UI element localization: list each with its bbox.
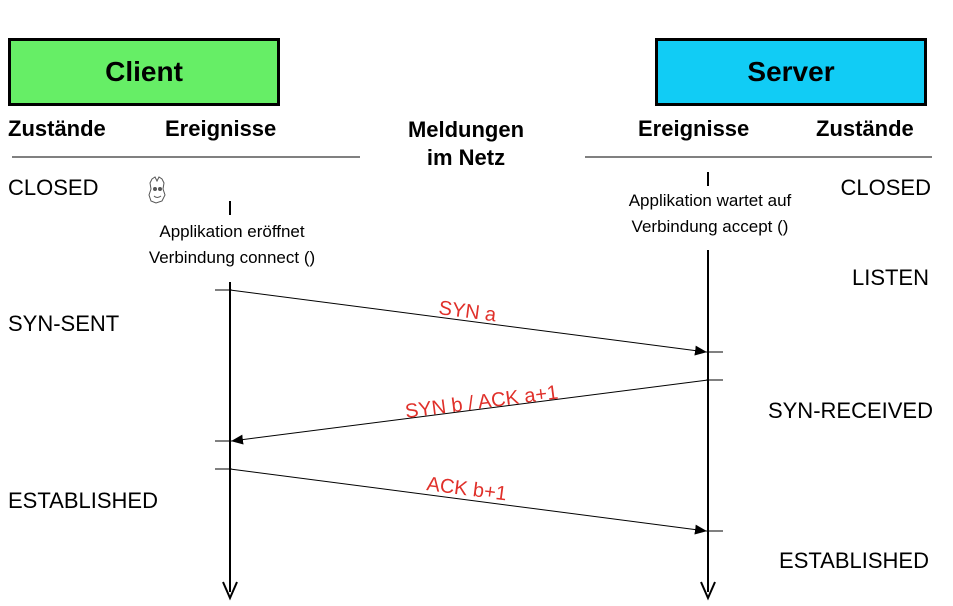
client-title: Client bbox=[105, 56, 183, 87]
server-state-established: ESTABLISHED bbox=[779, 548, 929, 573]
client-event-line2: Verbindung connect () bbox=[148, 248, 316, 267]
client-timeline-arrowhead bbox=[222, 581, 238, 601]
client-state-closed: CLOSED bbox=[8, 175, 99, 200]
client-event: Applikation eröffnet Verbindung connect … bbox=[122, 219, 342, 271]
server-timeline-arrowhead bbox=[700, 581, 716, 601]
server-event-line1: Applikation wartet auf bbox=[628, 191, 792, 210]
message-arrow-syn bbox=[229, 289, 707, 356]
client-box: Client bbox=[8, 38, 280, 106]
message-arrow-ack bbox=[229, 468, 707, 535]
message-label-syn-ack: SYN b / ACK a+1 bbox=[404, 382, 560, 423]
server-state-syn-received: SYN-RECEIVED bbox=[767, 398, 933, 423]
server-title: Server bbox=[747, 56, 835, 87]
client-events-header: Ereignisse bbox=[165, 116, 277, 141]
server-event: Applikation wartet auf Verbindung accept… bbox=[600, 188, 820, 240]
message-arrow-syn-ack bbox=[231, 379, 709, 445]
server-state-listen: LISTEN bbox=[851, 265, 929, 290]
server-states-header: Zustände bbox=[816, 116, 914, 141]
server-events-header: Ereignisse bbox=[638, 116, 750, 141]
server-box: Server bbox=[655, 38, 927, 106]
network-header-line2: im Netz bbox=[426, 145, 506, 170]
server-state-closed: CLOSED bbox=[840, 175, 931, 200]
message-label-ack: ACK b+1 bbox=[425, 473, 508, 505]
client-state-established: ESTABLISHED bbox=[8, 488, 158, 513]
client-state-syn-sent: SYN-SENT bbox=[8, 311, 120, 336]
client-event-line1: Applikation eröffnet bbox=[159, 222, 305, 241]
server-event-line2: Verbindung accept () bbox=[631, 217, 789, 236]
network-header: Meldungen im Netz bbox=[380, 116, 552, 172]
network-header-line1: Meldungen bbox=[407, 117, 525, 142]
message-label-syn: SYN a bbox=[437, 297, 498, 326]
client-states-header: Zustände bbox=[8, 116, 106, 141]
